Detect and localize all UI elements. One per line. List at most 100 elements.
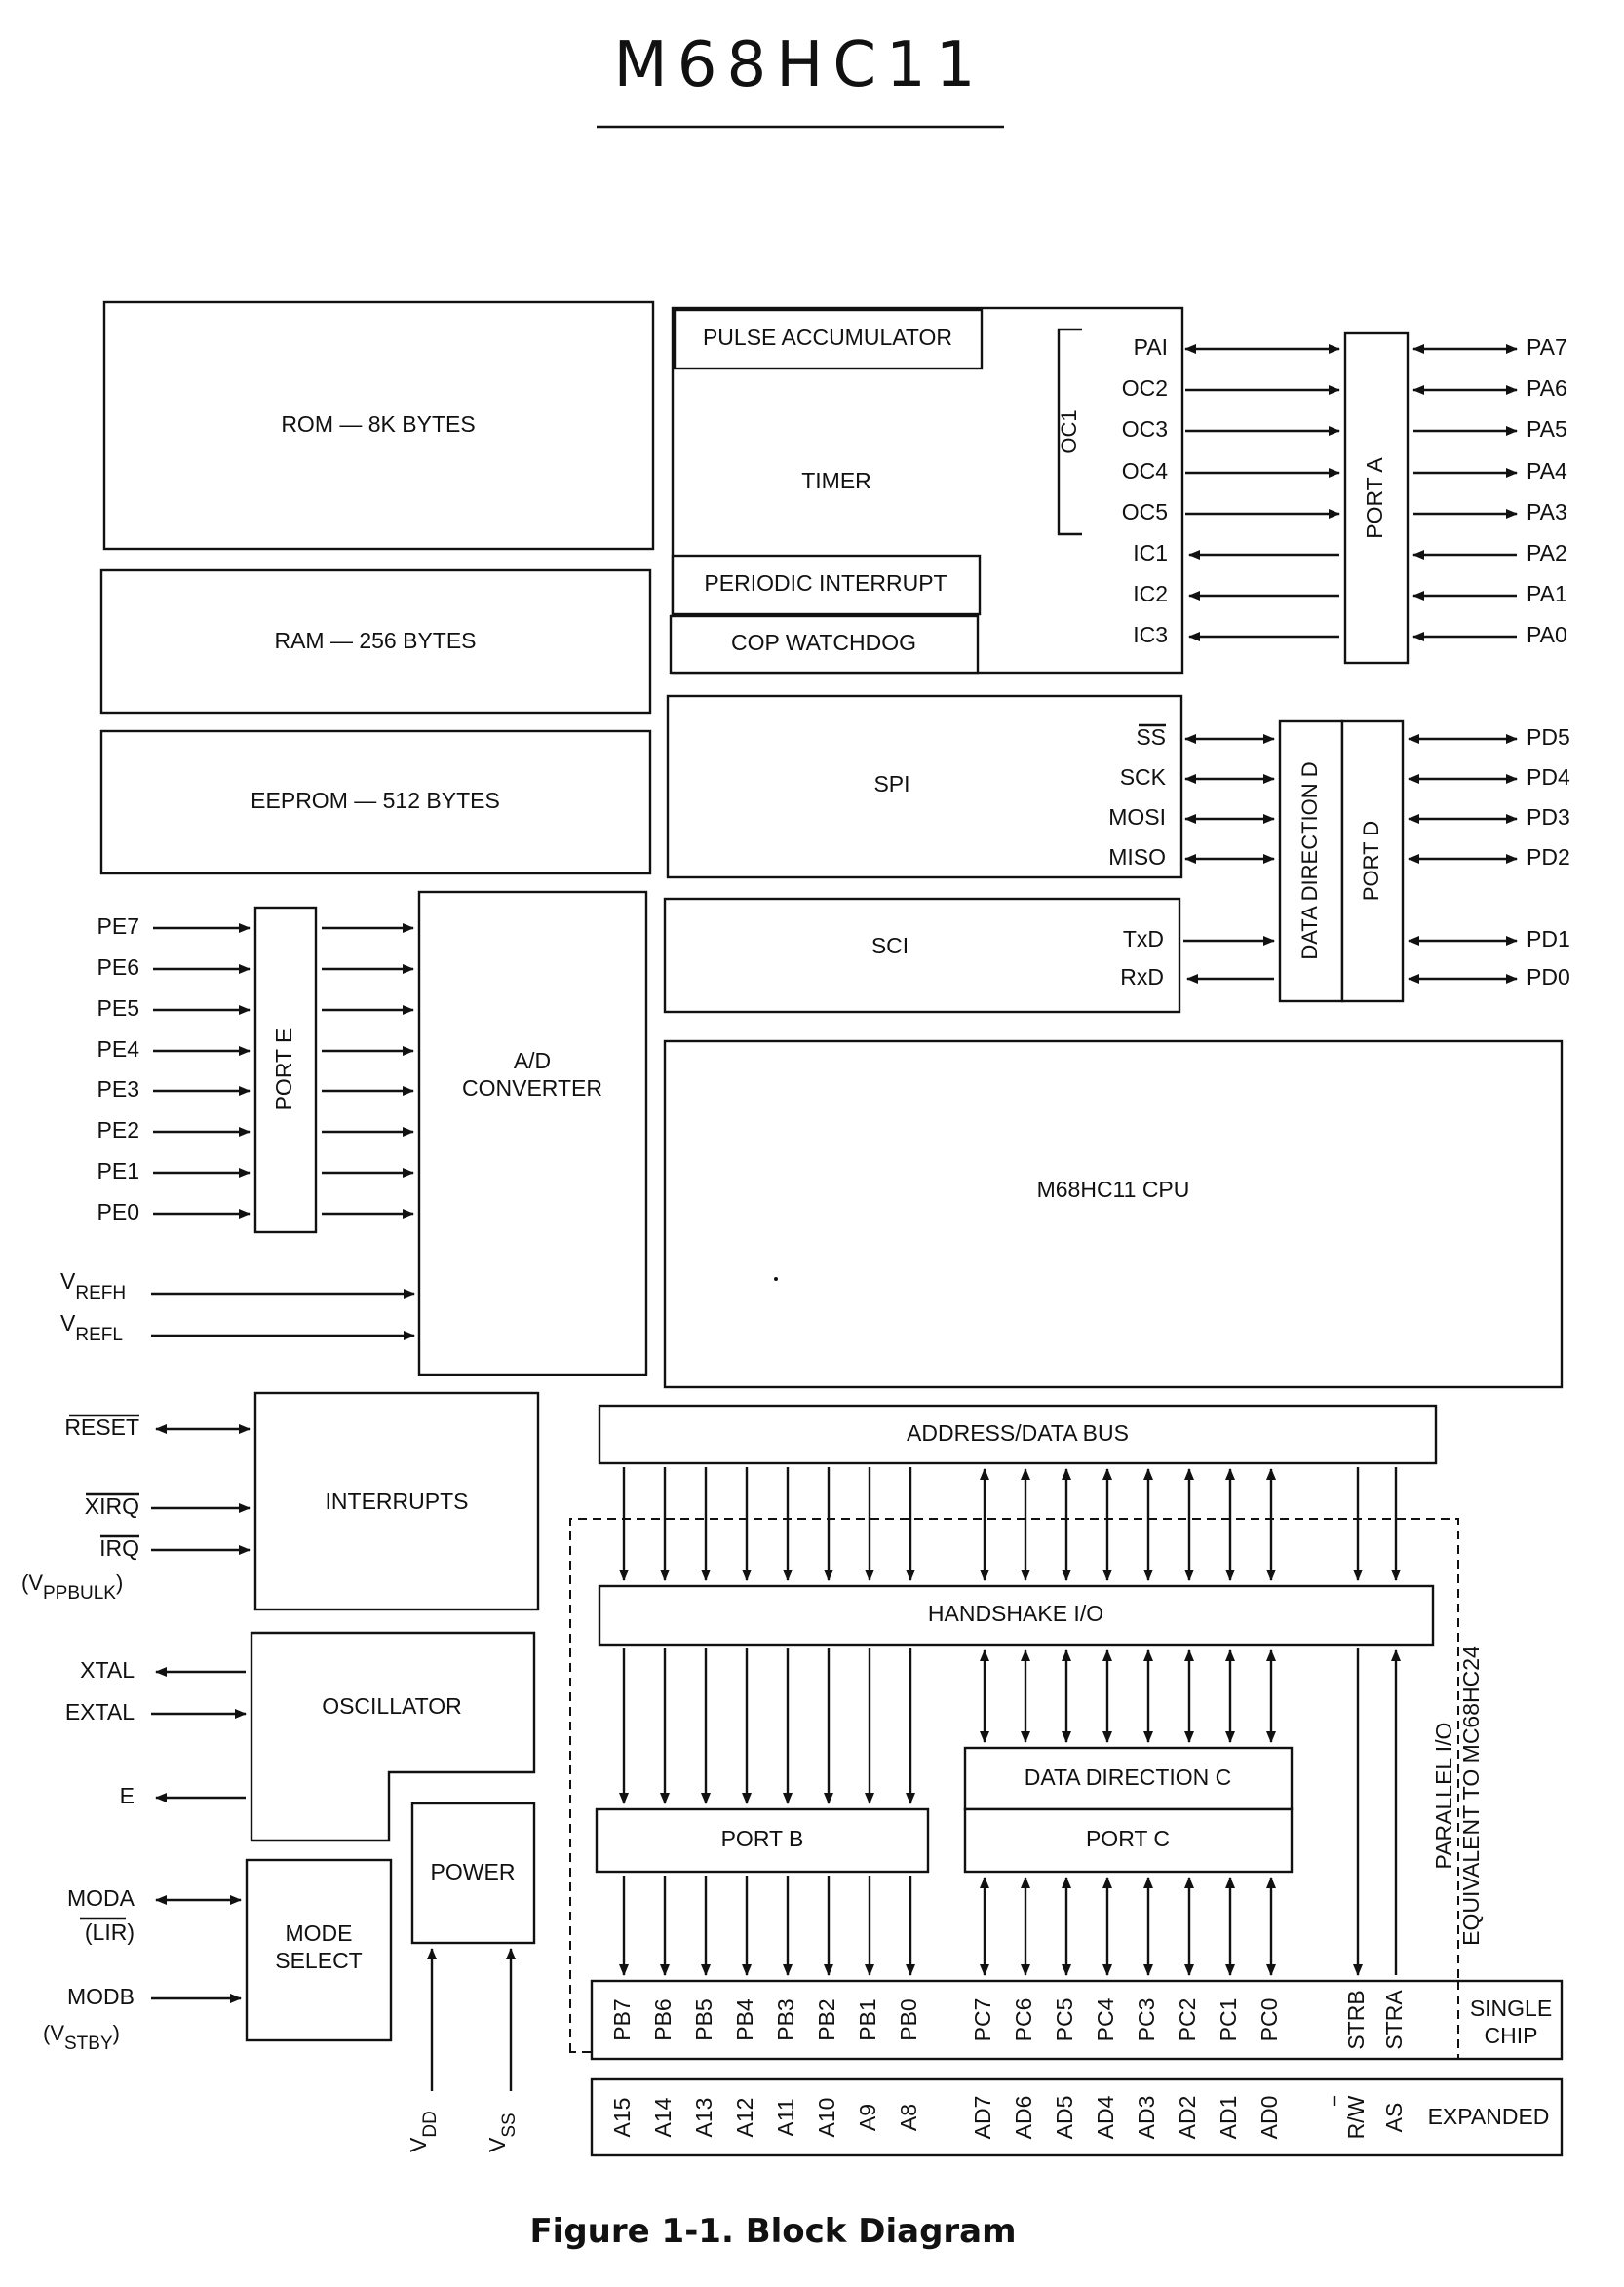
ad-converter-block	[417, 890, 648, 1376]
vrefl-label: VREFL	[60, 1310, 123, 1345]
port-e-box	[253, 906, 318, 1234]
oscillator-block	[250, 1631, 536, 1842]
ad-converter-line1: A/D	[514, 1048, 551, 1073]
port-a-label: PORT A	[1362, 457, 1387, 539]
vdd-label: VDD	[406, 2111, 441, 2152]
sci-pin-rxd: RxD	[1120, 964, 1164, 989]
data-direction-d-box	[1278, 719, 1344, 1003]
port-d-pin-pd5: PD5	[1527, 724, 1570, 750]
single-chip-pin-pb1: PB1	[855, 1998, 880, 2040]
port-b-box	[595, 1807, 930, 1874]
single-chip-pin-pb5: PB5	[691, 1998, 716, 2040]
expanded-pin-ad1: AD1	[1216, 2096, 1241, 2140]
mode-select-line2: SELECT	[275, 1948, 362, 1973]
cop-watchdog-label: COP WATCHDOG	[731, 630, 916, 655]
single-chip-pin-pc5: PC5	[1052, 1998, 1077, 2042]
expanded-pin-ad0: AD0	[1257, 2096, 1282, 2140]
single-chip-pin-pb3: PB3	[773, 1998, 798, 2040]
pulse-accumulator-box	[673, 308, 984, 370]
port-e-pin-pe4: PE4	[97, 1036, 140, 1062]
port-d-pin-pd3: PD3	[1527, 804, 1570, 830]
expanded-pin-ad6: AD6	[1011, 2096, 1036, 2140]
handwritten-title: M68HC11	[614, 29, 986, 101]
xirq-label: XIRQ	[85, 1493, 139, 1519]
data-direction-d-label: DATA DIRECTION D	[1297, 761, 1322, 959]
single-chip-pin-pc3: PC3	[1134, 1998, 1159, 2042]
vppbulk-label: (VPPBULK)	[21, 1570, 123, 1604]
single-chip-line2: CHIP	[1485, 2023, 1538, 2048]
interrupts-label: INTERRUPTS	[326, 1489, 469, 1514]
eeprom-block	[99, 729, 652, 875]
port-e-pin-pe5: PE5	[97, 995, 139, 1021]
expanded-pin-rw: R/W	[1343, 2095, 1369, 2139]
port-d-pin-pd0: PD0	[1527, 964, 1570, 989]
vstby-label: (VSTBY)	[43, 2021, 120, 2054]
expanded-pin-a10: A10	[814, 2098, 839, 2138]
single-chip-row	[590, 1979, 1564, 2061]
port-b-label: PORT B	[721, 1826, 804, 1851]
parallel-io-line1: PARALLEL I/O	[1431, 1723, 1456, 1870]
interrupts-block	[253, 1391, 540, 1611]
sci-pin-txd: TxD	[1123, 926, 1164, 951]
port-d-pin-pd2: PD2	[1527, 844, 1570, 870]
eeprom-label: EEPROM — 512 BYTES	[251, 788, 500, 813]
spi-pin-ss: SS	[1136, 724, 1166, 750]
figure-caption: Figure 1-1. Block Diagram	[529, 2212, 1016, 2251]
rom-block	[102, 300, 655, 551]
vss-label: VSS	[484, 2113, 520, 2152]
irq-label: IRQ	[99, 1535, 139, 1561]
vrefh-label: VREFH	[60, 1268, 126, 1303]
timer-pin-oc5: OC5	[1122, 499, 1168, 524]
single-chip-pin-pb4: PB4	[732, 1998, 757, 2041]
port-a-pin-pa1: PA1	[1527, 581, 1567, 606]
data-direction-c-label: DATA DIRECTION C	[1025, 1764, 1232, 1790]
expanded-pin-a13: A13	[691, 2098, 716, 2138]
power-label: POWER	[431, 1859, 516, 1884]
port-c-box	[963, 1807, 1294, 1874]
single-chip-line1: SINGLE	[1470, 1996, 1552, 2021]
port-e-pin-pe1: PE1	[97, 1158, 139, 1183]
single-chip-pin-pb2: PB2	[814, 1998, 839, 2040]
port-a-box	[1343, 331, 1410, 665]
expanded-pin-ad5: AD5	[1052, 2096, 1077, 2140]
port-a-pin-pa5: PA5	[1527, 416, 1567, 442]
single-chip-pin-stra: STRA	[1381, 1990, 1407, 2050]
port-e-pin-pe6: PE6	[97, 954, 139, 980]
expanded-pin-a8: A8	[896, 2104, 921, 2131]
single-chip-pin-pb0: PB0	[896, 1998, 921, 2040]
port-a-pin-pa3: PA3	[1527, 499, 1567, 524]
rom-label: ROM — 8K BYTES	[281, 411, 475, 437]
timer-pin-oc2: OC2	[1122, 375, 1168, 401]
cpu-block	[663, 1039, 1564, 1389]
timer-pin-ic3: IC3	[1133, 622, 1168, 647]
port-e-pin-pe3: PE3	[97, 1076, 139, 1102]
cop-watchdog-box	[669, 614, 980, 675]
spi-pin-sck: SCK	[1120, 764, 1167, 790]
port-e-pin-pe7: PE7	[97, 913, 139, 939]
port-e-pin-pe0: PE0	[97, 1199, 139, 1224]
port-a-pin-pa6: PA6	[1527, 375, 1567, 401]
expanded-pin-a9: A9	[855, 2104, 880, 2131]
expanded-pin-ad3: AD3	[1134, 2096, 1159, 2140]
sci-block	[663, 897, 1181, 1014]
oscillator-label: OSCILLATOR	[322, 1693, 462, 1719]
cpu-label: M68HC11 CPU	[1037, 1177, 1190, 1202]
expanded-label: EXPANDED	[1428, 2104, 1550, 2129]
mode-select-line1: MODE	[286, 1920, 353, 1946]
sci-pin-labels: TxD RxD	[1120, 926, 1164, 989]
oc1-label: OC1	[1057, 409, 1081, 453]
expanded-pin-a12: A12	[732, 2098, 757, 2138]
single-chip-pin-pc7: PC7	[970, 1998, 995, 2042]
spi-pin-mosi: MOSI	[1108, 804, 1166, 830]
port-e-pin-pe2: PE2	[97, 1117, 139, 1143]
reset-label: RESET	[64, 1415, 139, 1440]
extal-label: EXTAL	[65, 1699, 135, 1725]
port-d-arrows	[1183, 734, 1518, 984]
single-chip-pin-pc6: PC6	[1011, 1998, 1036, 2042]
expanded-pin-a11: A11	[773, 2098, 798, 2136]
